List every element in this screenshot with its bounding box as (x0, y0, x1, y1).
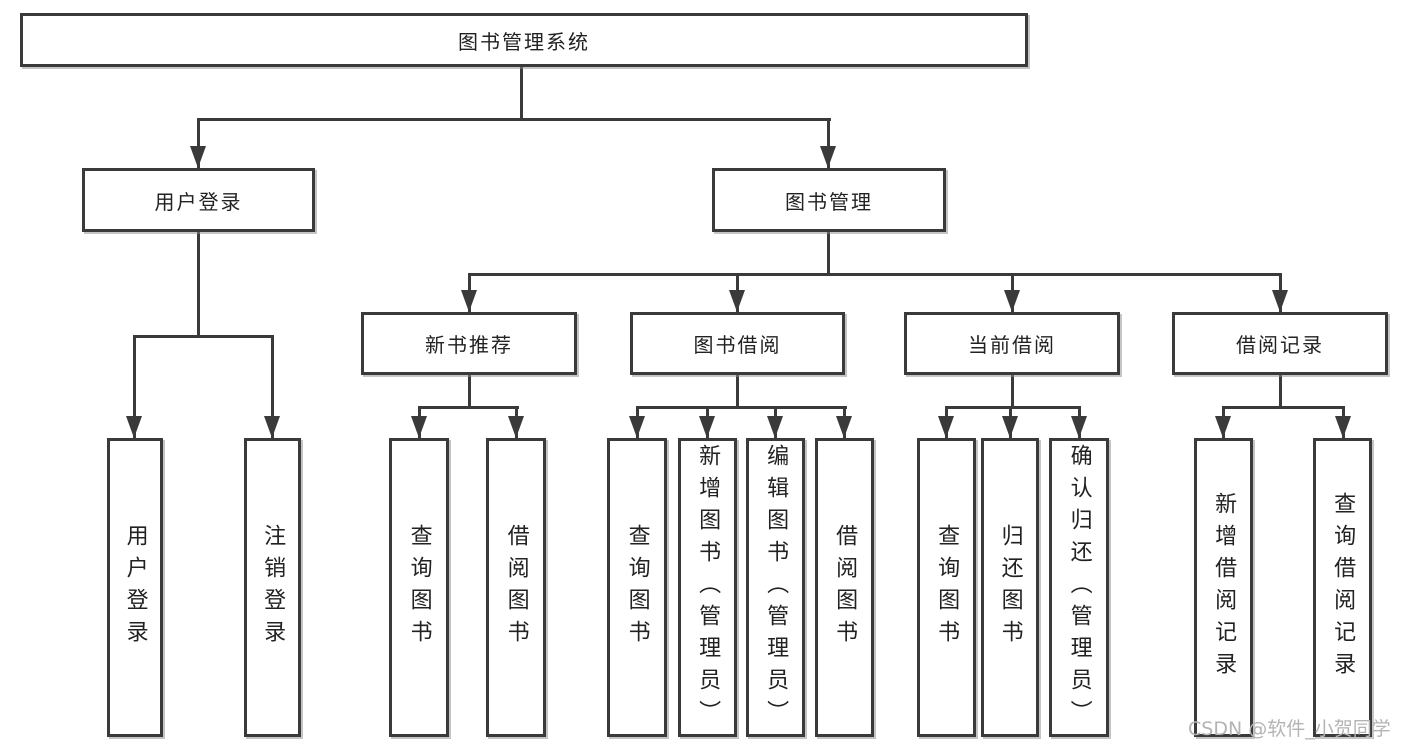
arrow-stem (197, 118, 200, 168)
connector-user-login-stem (197, 232, 200, 335)
leaf-return-book-label: 归还图书 (997, 523, 1023, 652)
node-borrow-records-label: 借阅记录 (1236, 333, 1324, 357)
leaf-borrow-books-borrow: 借阅图书 (815, 438, 874, 737)
leaf-query-books-borrow: 查询图书 (607, 438, 667, 737)
leaf-query-borrow-record-label: 查询借阅记录 (1330, 491, 1356, 684)
arrow-down-icon (938, 416, 954, 438)
leaf-borrow-books-recommend-label: 借阅图书 (503, 523, 529, 652)
arrow-stem (271, 335, 274, 438)
leaf-query-books-recommend: 查询图书 (389, 438, 449, 737)
node-book-borrow: 图书借阅 (630, 312, 845, 375)
connector-level3-horizontal (468, 273, 1282, 276)
arrow-down-icon (1335, 416, 1351, 438)
connector-book-borrow-horizontal (636, 406, 847, 409)
node-borrow-records: 借阅记录 (1172, 312, 1388, 375)
leaf-user-login: 用户登录 (107, 438, 163, 737)
connector-new-book-horizontal (418, 406, 519, 409)
arrow-down-icon (1215, 416, 1231, 438)
leaf-logout-login: 注销登录 (244, 438, 301, 737)
connector-current-borrow-stem (1011, 375, 1014, 406)
node-book-borrow-label: 图书借阅 (693, 333, 782, 357)
arrow-down-icon (190, 146, 206, 168)
leaf-user-login-label: 用户登录 (122, 523, 148, 652)
leaf-add-book-admin-label: 新增图书（管理员） (695, 443, 721, 732)
arrow-down-icon (508, 416, 524, 438)
node-user-login-label: 用户登录 (154, 189, 243, 214)
arrow-down-icon (1071, 416, 1087, 438)
connector-current-borrow-horizontal (945, 406, 1081, 409)
arrow-down-icon (699, 416, 715, 438)
node-current-borrow: 当前借阅 (904, 312, 1120, 375)
arrow-down-icon (264, 416, 280, 438)
node-root-label: 图书管理系统 (458, 29, 590, 54)
connector-user-login-horizontal (133, 335, 274, 338)
arrow-down-icon (729, 290, 745, 312)
arrow-down-icon (836, 416, 852, 438)
leaf-logout-login-label: 注销登录 (260, 523, 286, 652)
csdn-watermark: CSDN @软件_小贺同学 (1188, 718, 1391, 740)
arrow-down-icon (461, 290, 477, 312)
connector-root-stem (520, 67, 523, 119)
node-user-login: 用户登录 (82, 168, 315, 232)
connector-new-book-stem (468, 375, 471, 406)
arrow-down-icon (629, 416, 645, 438)
leaf-query-books-current: 查询图书 (917, 438, 976, 737)
leaf-return-book: 归还图书 (981, 438, 1039, 737)
leaf-add-borrow-record: 新增借阅记录 (1194, 438, 1253, 737)
arrow-down-icon (411, 416, 427, 438)
leaf-edit-book-admin-label: 编辑图书（管理员） (763, 443, 789, 732)
arrow-down-icon (1272, 290, 1288, 312)
leaf-query-books-borrow-label: 查询图书 (624, 523, 650, 652)
leaf-query-books-current-label: 查询图书 (934, 523, 960, 652)
arrow-down-icon (1004, 290, 1020, 312)
node-root: 图书管理系统 (20, 13, 1028, 67)
arrow-down-icon (767, 416, 783, 438)
leaf-confirm-return-admin-label: 确认归还（管理员） (1066, 443, 1092, 732)
node-book-management: 图书管理 (712, 168, 946, 232)
arrow-down-icon (126, 416, 142, 438)
leaf-confirm-return-admin: 确认归还（管理员） (1049, 438, 1109, 737)
arrow-down-icon (820, 146, 836, 168)
arrow-down-icon (1002, 416, 1018, 438)
connector-borrow-records-horizontal (1222, 406, 1345, 409)
arrow-stem (133, 335, 136, 438)
arrow-stem (827, 118, 830, 168)
leaf-add-borrow-record-label: 新增借阅记录 (1211, 491, 1237, 684)
connector-book-borrow-stem (736, 375, 739, 406)
connector-level2-horizontal (197, 118, 831, 121)
node-current-borrow-label: 当前借阅 (968, 333, 1056, 357)
leaf-borrow-books-borrow-label: 借阅图书 (832, 523, 858, 652)
node-new-book-recommend-label: 新书推荐 (425, 333, 513, 357)
leaf-query-books-recommend-label: 查询图书 (406, 523, 432, 652)
leaf-add-book-admin: 新增图书（管理员） (678, 438, 737, 737)
leaf-edit-book-admin: 编辑图书（管理员） (746, 438, 805, 737)
node-new-book-recommend: 新书推荐 (361, 312, 577, 375)
node-book-management-label: 图书管理 (785, 189, 873, 214)
leaf-borrow-books-recommend: 借阅图书 (486, 438, 546, 737)
leaf-query-borrow-record: 查询借阅记录 (1313, 438, 1372, 737)
connector-book-management-stem (827, 232, 830, 273)
connector-borrow-records-stem (1279, 375, 1282, 406)
